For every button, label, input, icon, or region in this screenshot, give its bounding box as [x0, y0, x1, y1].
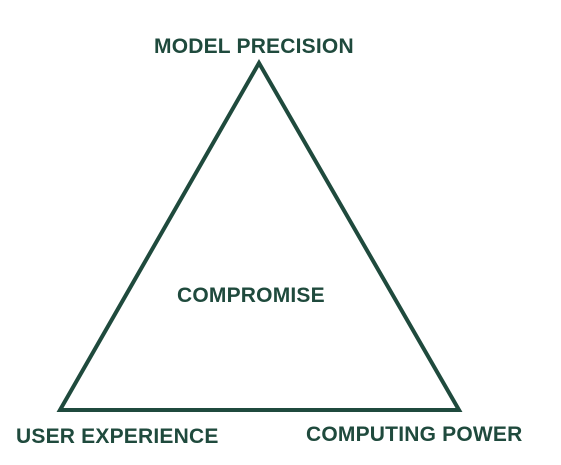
center-label-compromise: COMPROMISE [177, 284, 325, 307]
vertex-label-user-experience: USER EXPERIENCE [16, 425, 219, 448]
vertex-label-computing-power: COMPUTING POWER [306, 423, 523, 446]
vertex-label-model-precision: MODEL PRECISION [154, 35, 354, 58]
triangle-outline [56, 58, 463, 412]
